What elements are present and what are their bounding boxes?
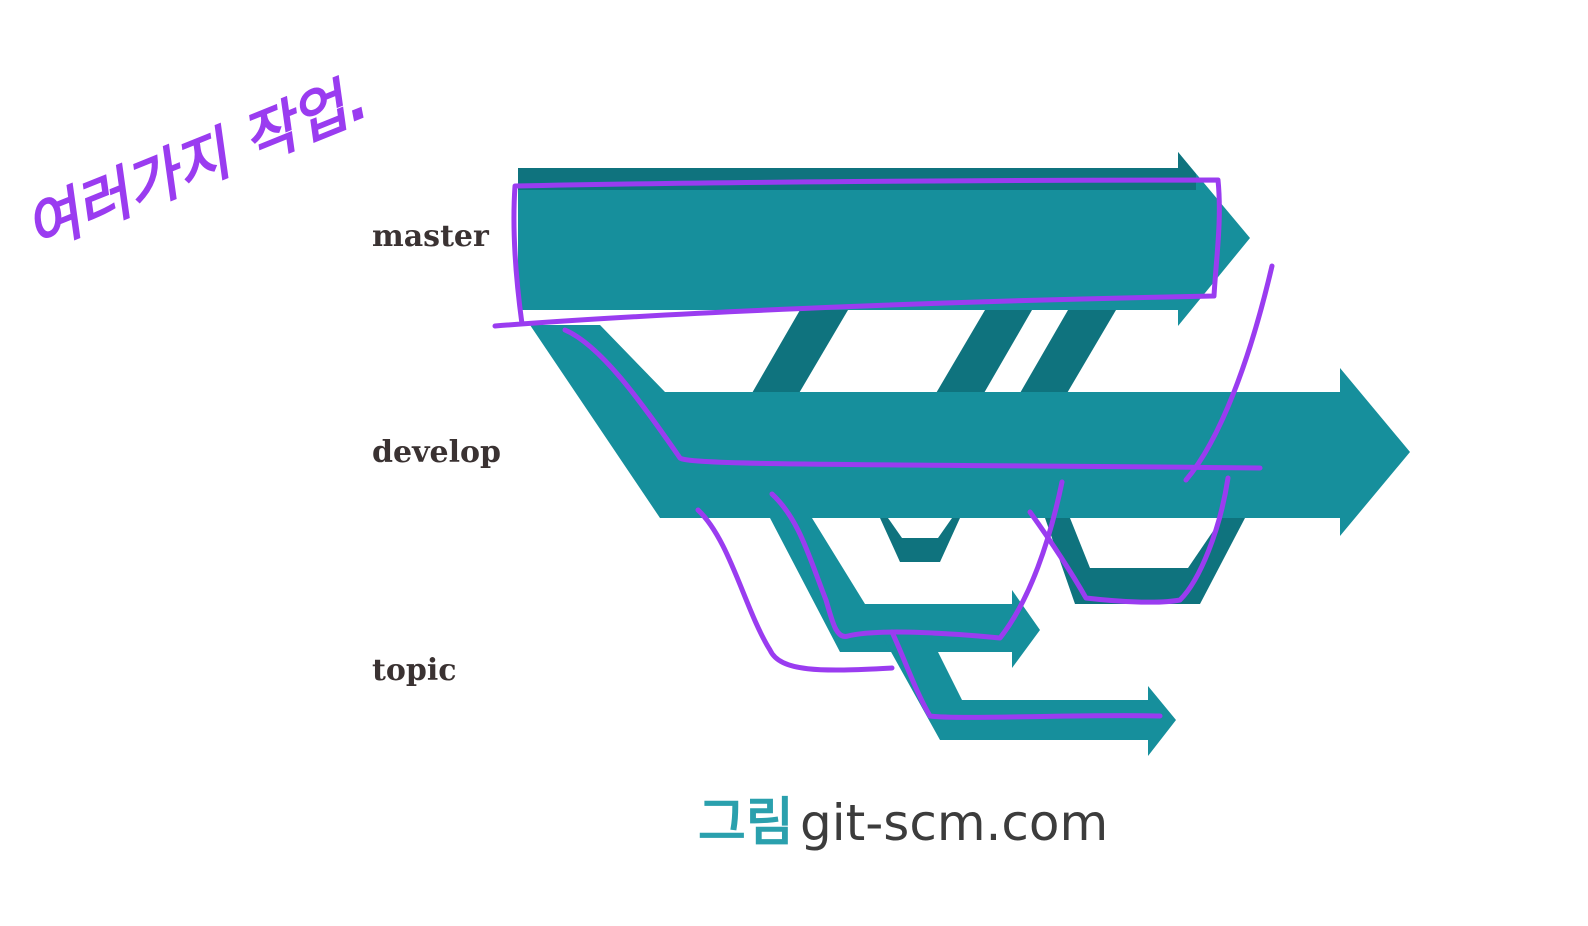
ink-develop-path — [562, 327, 1263, 471]
master-develop-connectors — [748, 310, 1116, 400]
topic-branch-2-arrow — [880, 632, 1176, 756]
label-develop: develop — [372, 435, 501, 470]
dip-2-inner — [1070, 518, 1222, 568]
connector-3 — [1016, 310, 1116, 400]
develop-branch-arrow — [530, 325, 1410, 536]
annotation-ink — [492, 177, 1275, 720]
ink-topic-path-2 — [769, 479, 1065, 641]
label-master: master — [372, 219, 490, 254]
caption-source: git-scm.com — [800, 794, 1108, 852]
ink-dip-path — [1027, 475, 1231, 605]
handwritten-note: 여러가지 작업. — [16, 64, 377, 263]
ink-right-line — [1183, 263, 1275, 483]
caption-prefix: 그림 — [698, 793, 794, 853]
connector-1 — [748, 310, 848, 400]
ink-topic-path-3 — [889, 629, 1163, 720]
master-branch-arrow — [518, 152, 1250, 326]
ink-topic-path-1 — [695, 507, 895, 673]
connector-2 — [932, 310, 1032, 400]
ink-master-box — [492, 177, 1222, 329]
label-topic: topic — [372, 653, 457, 688]
dip-1-inner — [888, 518, 952, 538]
